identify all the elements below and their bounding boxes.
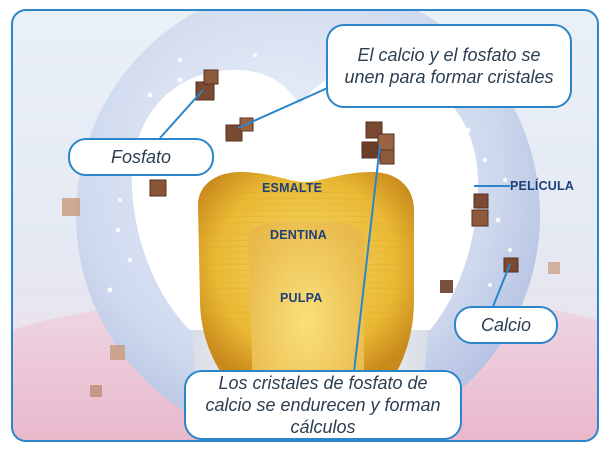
leader-lines [159,85,511,373]
callout-cristales: Los cristales de fosfato de calcio se en… [184,370,462,440]
label-dentina: DENTINA [270,228,327,242]
callout-calcio-fosfato: El calcio y el fosfato se unen para form… [326,24,572,108]
panel-border [11,9,599,442]
label-pulpa: PULPA [280,291,323,305]
label-pelicula: PELÍCULA [510,179,575,193]
crystal-cubes [62,40,560,397]
callout-fosfato: Fosfato [68,138,214,176]
callout-calcio: Calcio [454,306,558,344]
label-esmalte: ESMALTE [262,181,323,195]
